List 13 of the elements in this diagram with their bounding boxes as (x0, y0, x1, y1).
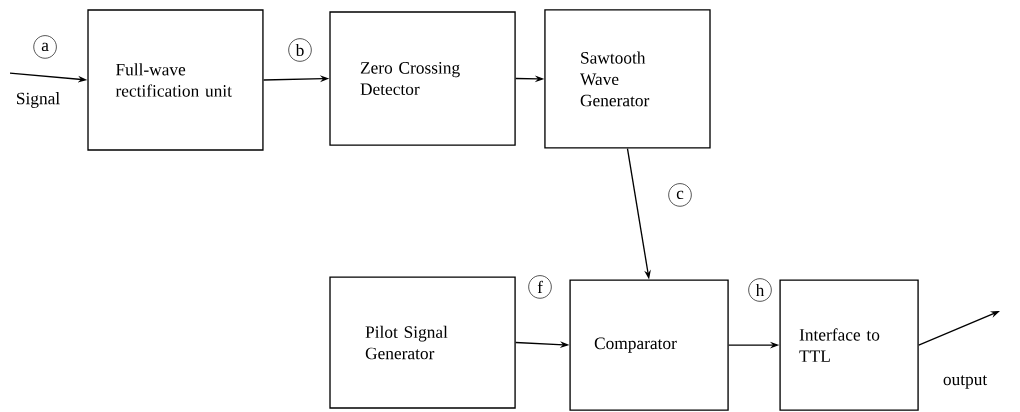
block-box: Sawtooth Wave Generator (544, 9, 711, 149)
signal-label: output (943, 375, 988, 389)
edge-label: b (288, 38, 312, 62)
block-box: Zero Crossing Detector (329, 11, 516, 146)
block-box: Comparator (569, 279, 729, 411)
edge-label: c (668, 183, 692, 207)
edge-label: h (748, 278, 772, 302)
block-box: Full-wave rectification unit (87, 9, 264, 151)
edge-label: a (33, 35, 57, 59)
edge-label: f (528, 275, 552, 299)
block-box: Pilot Signal Generator (329, 276, 516, 409)
signal-label: Signal (17, 92, 60, 108)
block-box: Interface to TTL (779, 279, 919, 411)
